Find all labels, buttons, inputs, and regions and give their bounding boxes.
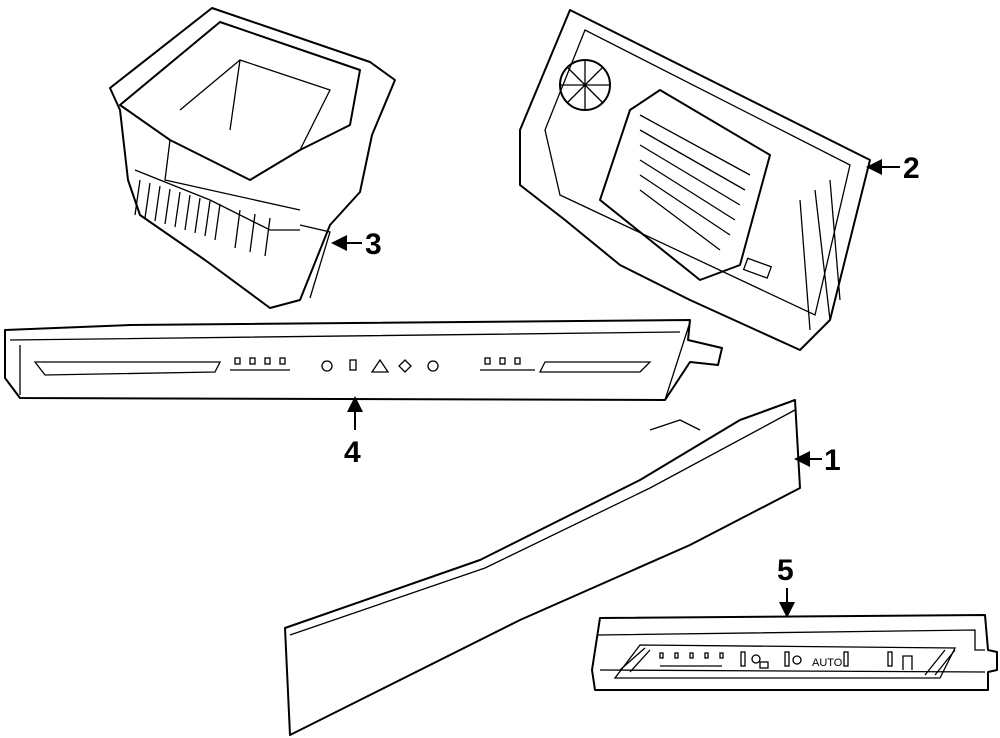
callout-label-4: 4 [344,436,361,469]
callout-label-1: 1 [824,444,841,477]
part-1-trim-panel [284,399,801,736]
part-5-climate-panel: AUTO [591,614,998,691]
callout-label-3: 3 [365,228,382,261]
callout-2: 2 [866,152,920,185]
part-3-housing [109,7,396,309]
part-2-display [519,9,871,351]
callout-5: 5 [777,554,795,618]
auto-label: AUTO [812,657,843,669]
part-4-control-panel [4,319,723,401]
callout-label-2: 2 [903,152,920,185]
callout-label-5: 5 [777,554,794,587]
callout-1: 1 [794,444,841,477]
callout-3: 3 [331,228,382,261]
callout-4: 4 [344,396,363,469]
